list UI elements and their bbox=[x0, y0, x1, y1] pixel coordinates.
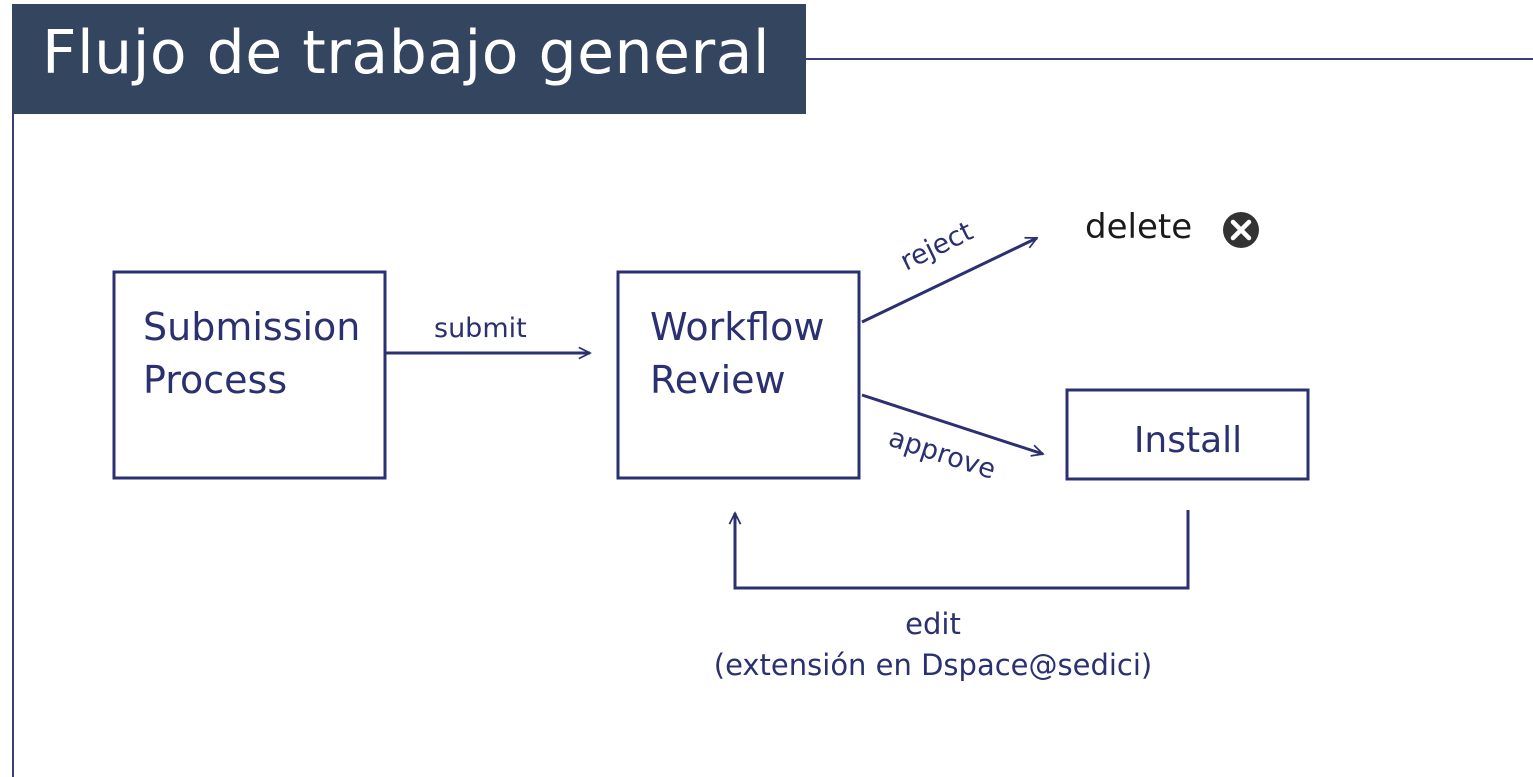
edit-label: edit bbox=[905, 607, 961, 641]
title-bar: Flujo de trabajo general bbox=[12, 4, 806, 114]
submit-label: submit bbox=[434, 313, 527, 344]
page-title: Flujo de trabajo general bbox=[42, 18, 771, 88]
reject-arrow bbox=[861, 236, 1037, 324]
submission-label-line2: Process bbox=[143, 358, 287, 402]
submission-label-line1: Submission bbox=[143, 305, 360, 349]
workflow-label-line2: Review bbox=[650, 358, 786, 402]
delete-label: delete bbox=[1085, 207, 1192, 247]
approve-arrow bbox=[861, 393, 1043, 454]
circle-x-icon bbox=[1223, 212, 1259, 248]
submission-process-node: Submission Process bbox=[112, 270, 387, 480]
reject-label: reject bbox=[895, 216, 978, 277]
install-node: Install bbox=[1065, 388, 1310, 481]
install-label: Install bbox=[1134, 420, 1242, 461]
workflow-label-line1: Workflow bbox=[650, 305, 825, 349]
edit-arrow bbox=[735, 510, 1190, 590]
workflow-review-node: Workflow Review bbox=[616, 270, 861, 480]
approve-label: approve bbox=[885, 422, 1000, 486]
edit-note-label: (extensión en Dspace@sedici) bbox=[714, 648, 1152, 682]
